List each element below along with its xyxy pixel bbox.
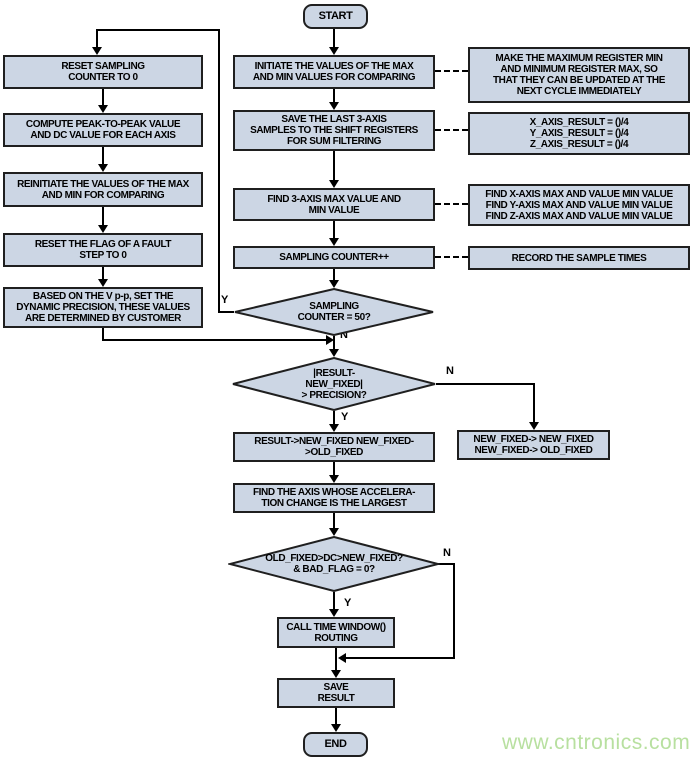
dashed-connector: [435, 203, 468, 205]
connector-line: [438, 563, 455, 565]
process-reset-fault-flag: RESET THE FLAG OF A FAULT STEP TO 0: [3, 233, 203, 267]
connector-line: [102, 266, 104, 281]
terminator-end: END: [303, 732, 368, 757]
process-set-dynamic-precision: BASED ON THE V p-p, SET THE DYNAMIC PREC…: [3, 287, 203, 328]
connector-line: [333, 336, 335, 351]
note-make-max-min: MAKE THE MAXIMUM REGISTER MIN AND MINIMU…: [468, 47, 690, 103]
connector-line: [436, 383, 534, 385]
decision-precision: |RESULT- NEW_FIXED| > PRECISION?: [231, 357, 437, 411]
arrowhead: [338, 653, 346, 663]
process-initiate-max-min: INITIATE THE VALUES OF THE MAX AND MIN V…: [233, 55, 435, 89]
connector-line: [96, 29, 98, 49]
arrowhead: [98, 279, 108, 287]
connector-line: [102, 339, 326, 341]
arrowhead: [329, 475, 339, 483]
branch-label-no: N: [340, 329, 348, 341]
arrowhead: [329, 102, 339, 110]
branch-label-no: N: [446, 365, 454, 377]
watermark-text: www.cntronics.com: [502, 731, 691, 754]
arrowhead: [98, 164, 108, 172]
connector-line: [102, 328, 104, 341]
arrowhead: [98, 225, 108, 233]
arrowhead: [529, 422, 539, 430]
connector-line: [218, 311, 234, 313]
process-find-largest-axis: FIND THE AXIS WHOSE ACCELERA- TION CHANG…: [233, 483, 435, 513]
connector-line: [102, 146, 104, 166]
process-find-3axis-max-min: FIND 3-AXIS MAX VALUE AND MIN VALUE: [233, 188, 435, 221]
connector-line: [218, 29, 220, 313]
branch-label-yes: Y: [344, 597, 352, 609]
arrowhead: [331, 670, 341, 678]
connector-line: [533, 383, 535, 424]
connector-line: [333, 269, 335, 282]
connector-line: [333, 462, 335, 477]
decision-sampling-counter-50-label: SAMPLING COUNTER = 50?: [297, 301, 371, 323]
connector-line: [96, 29, 220, 31]
decision-sampling-counter-50: SAMPLING COUNTER = 50?: [233, 288, 435, 336]
branch-label-no: N: [443, 547, 451, 559]
connector-line: [333, 29, 335, 48]
diamond-shape: [234, 288, 434, 336]
arrowhead: [331, 724, 341, 732]
diamond-shape: [228, 536, 440, 592]
arrowhead: [326, 335, 334, 345]
process-compute-peak-to-peak: COMPUTE PEAK-TO-PEAK VALUE AND DC VALUE …: [3, 113, 203, 147]
arrowhead: [329, 528, 339, 536]
process-result-to-new-fixed: RESULT->NEW_FIXED NEW_FIXED- >OLD_FIXED: [233, 432, 435, 462]
arrowhead: [329, 47, 339, 55]
process-save-shift-registers: SAVE THE LAST 3-AXIS SAMPLES TO THE SHIF…: [233, 110, 435, 151]
arrowhead: [92, 47, 102, 55]
decision-old-fixed-range: OLD_FIXED>DC>NEW_FIXED? & BAD_FLAG = 0?: [228, 536, 440, 592]
diamond-shape: [232, 357, 436, 411]
connector-line: [333, 151, 335, 182]
connector-line: [102, 207, 104, 227]
note-record-sample-times: RECORD THE SAMPLE TIMES: [468, 246, 690, 270]
arrowhead: [329, 609, 339, 617]
branch-label-yes: Y: [341, 411, 349, 423]
arrowhead: [98, 105, 108, 113]
process-call-time-window: CALL TIME WINDOW() ROUTING: [277, 617, 395, 648]
process-new-fixed-assign: NEW_FIXED-> NEW_FIXED NEW_FIXED-> OLD_FI…: [457, 430, 610, 460]
connector-line: [333, 221, 335, 240]
process-reset-sampling-counter: RESET SAMPLING COUNTER TO 0: [3, 55, 203, 89]
arrowhead: [329, 180, 339, 188]
connector-line: [335, 648, 337, 672]
terminator-start: START: [303, 4, 368, 29]
arrowhead: [329, 280, 339, 288]
branch-label-yes: Y: [221, 294, 229, 306]
dashed-connector: [435, 256, 468, 258]
process-sampling-counter-increment: SAMPLING COUNTER++: [233, 246, 435, 269]
arrowhead: [329, 424, 339, 432]
note-find-axis-max-min: FIND X-AXIS MAX AND VALUE MIN VALUE FIND…: [468, 184, 690, 226]
arrowhead: [329, 349, 339, 357]
process-reinitiate-max-min: REINITIATE THE VALUES OF THE MAX AND MIN…: [3, 172, 203, 207]
connector-line: [333, 513, 335, 530]
connector-line: [346, 657, 455, 659]
connector-line: [102, 88, 104, 107]
dashed-connector: [435, 129, 468, 131]
decision-old-fixed-range-label: OLD_FIXED>DC>NEW_FIXED? & BAD_FLAG = 0?: [265, 553, 403, 575]
process-save-result: SAVE RESULT: [277, 678, 395, 708]
decision-precision-label: |RESULT- NEW_FIXED| > PRECISION?: [301, 367, 367, 401]
connector-line: [333, 592, 335, 611]
connector-line: [453, 563, 455, 659]
dashed-connector: [435, 70, 468, 72]
connector-line: [333, 88, 335, 104]
connector-line: [335, 705, 337, 726]
arrowhead: [329, 238, 339, 246]
note-axis-result: X_AXIS_RESULT = ()/4 Y_AXIS_RESULT = ()/…: [468, 112, 690, 155]
connector-line: [333, 411, 335, 426]
